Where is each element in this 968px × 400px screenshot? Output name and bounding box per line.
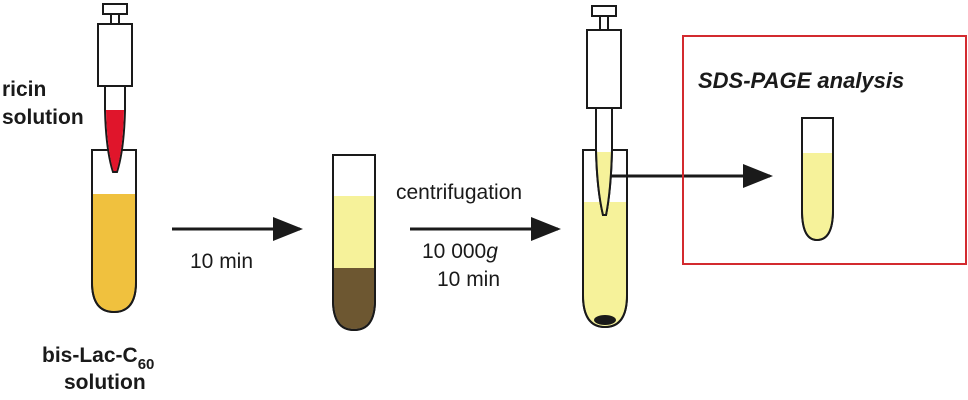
bislac-label-line1: bis-Lac-C60 bbox=[42, 344, 154, 373]
step2-time-label: 10 min bbox=[437, 268, 500, 291]
bislac-solution-liquid bbox=[93, 194, 135, 311]
step1-time-label: 10 min bbox=[190, 250, 253, 273]
analysis-box bbox=[682, 35, 967, 265]
precipitate-layer bbox=[334, 268, 374, 329]
ricin-liquid bbox=[106, 110, 124, 171]
pipette-ricin bbox=[97, 3, 133, 173]
supernatant-liquid bbox=[334, 196, 374, 268]
analysis-title: SDS-PAGE analysis bbox=[698, 68, 904, 93]
pellet bbox=[594, 315, 616, 325]
analysis-sample-liquid bbox=[803, 153, 832, 239]
bislac-prefix: bis-Lac-C bbox=[42, 344, 138, 367]
ricin-label-line1: ricin bbox=[2, 78, 46, 101]
pipette-supernatant-liquid bbox=[597, 152, 611, 214]
tube-centrifuged bbox=[582, 149, 628, 329]
bislac-label-line2: solution bbox=[64, 371, 146, 394]
speed-label: 10 000g bbox=[422, 240, 498, 263]
speed-unit: g bbox=[486, 240, 498, 263]
bislac-subscript: 60 bbox=[138, 356, 155, 373]
tube-mixture bbox=[332, 154, 376, 332]
speed-value: 10 000 bbox=[422, 240, 486, 263]
pipette-supernatant bbox=[586, 5, 622, 216]
tube-bislac-c60 bbox=[91, 149, 137, 314]
tube-analysis-sample bbox=[801, 117, 834, 242]
centrifugation-label: centrifugation bbox=[396, 181, 522, 204]
ricin-label-line2: solution bbox=[2, 106, 84, 129]
centrifuged-supernatant bbox=[584, 202, 626, 326]
